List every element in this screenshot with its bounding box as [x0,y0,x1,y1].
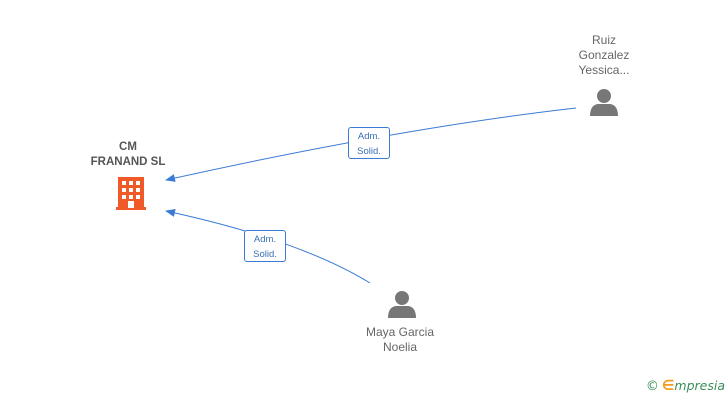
role-badge-ruiz: Adm. Solid. [348,127,390,159]
building-icon[interactable] [116,177,146,210]
person-icon[interactable] [590,89,618,116]
role-line1: Adm. [357,131,381,142]
person-name-label-maya[interactable]: Maya Garcia Noelia [350,325,450,355]
company-name-line2: FRANAND SL [90,156,166,168]
brand-logo-text: mpresia [674,378,725,393]
role-line1: Adm. [253,234,277,245]
person-name-line2: Gonzalez [578,48,630,62]
role-line2: Solid. [253,249,277,260]
role-line2: Solid. [357,146,381,157]
empresia-watermark[interactable]: ©∈mpresia [646,378,725,394]
person-name-label-ruiz[interactable]: Ruiz Gonzalez Yessica... [554,33,654,78]
person-name-line1: Ruiz [591,33,616,47]
role-badge-maya: Adm. Solid. [244,230,286,262]
company-name-line1: CM [119,141,137,153]
person-name-line2: Noelia [382,340,418,354]
copyright-icon: © [645,379,659,394]
person-name-line3: Yessica... [578,63,630,77]
company-name-label[interactable]: CM FRANAND SL [78,140,178,170]
person-icon[interactable] [388,291,416,318]
brand-logo-e: ∈ [661,378,675,394]
person-name-line1: Maya Garcia [365,325,435,339]
